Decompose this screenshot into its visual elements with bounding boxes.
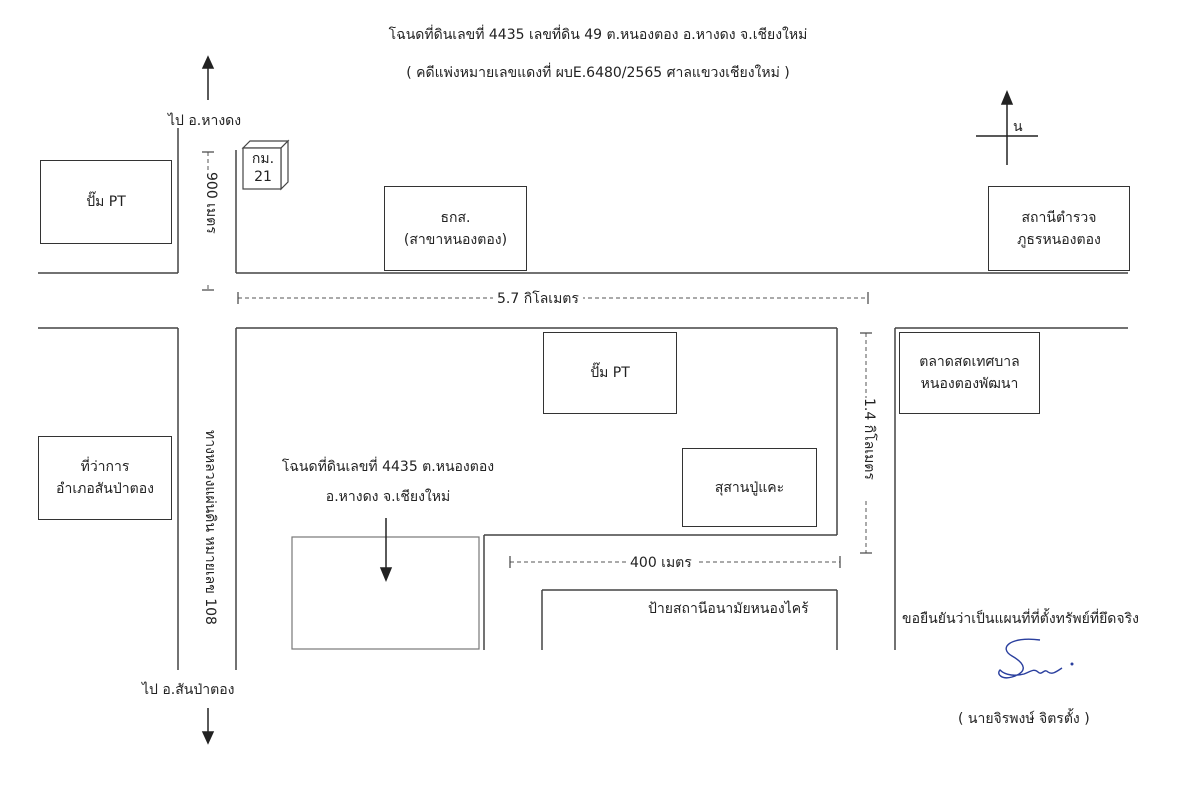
cemetery: สุสานปู่แคะ (682, 448, 817, 527)
certification-statement: ขอยืนยันว่าเป็นแผนที่ที่ตั้งทรัพย์ที่ยึด… (902, 611, 1139, 627)
distance-400m-label: 400 เมตร (626, 552, 696, 574)
pt-station-left: ปั๊ม PT (40, 160, 172, 244)
compass-north-label: น (1013, 119, 1023, 135)
signature (998, 638, 1063, 679)
km-marker-post (241, 139, 290, 191)
distance-57km-label: 5.7 กิโลเมตร (493, 288, 583, 310)
highway-108-label: ทางหลวงแผ่นดิน หมายเลข 108 (202, 430, 218, 625)
distance-900m-label: 900 เมตร (200, 172, 222, 282)
district-office: ที่ว่าการ อำเภอสันป่าตอง (38, 436, 172, 520)
direction-north-label: ไป อ.หางดง (168, 113, 242, 129)
municipal-market: ตลาดสดเทศบาล หนองตองพัฒนา (899, 332, 1040, 414)
certifier-name: ( นายจิรพงษ์ จิตรตั้ง ) (958, 711, 1090, 727)
health-station-sign: ป้ายสถานีอนามัยหนองไคร้ (648, 601, 809, 617)
direction-south-label: ไป อ.สันป่าตอง (142, 682, 235, 698)
distance-14km-label: 1.4 กิโลเมตร (858, 398, 880, 498)
police-station: สถานีตำรวจ ภูธรหนองตอง (988, 186, 1130, 271)
pt-station-center: ปั๊ม PT (543, 332, 677, 414)
plot-label: โฉนดที่ดินเลขที่ 4435 ต.หนองตอง อ.หางดง … (281, 459, 495, 505)
case-number: ( คดีแพ่งหมายเลขแดงที่ ผบE.6480/2565 ศาล… (406, 65, 790, 81)
km-marker-label: กม. 21 (251, 151, 275, 185)
map-title: โฉนดที่ดินเลขที่ 4435 เลขที่ดิน 49 ต.หนอ… (388, 27, 808, 43)
baac-branch: ธกส. (สาขาหนองตอง) (384, 186, 527, 271)
